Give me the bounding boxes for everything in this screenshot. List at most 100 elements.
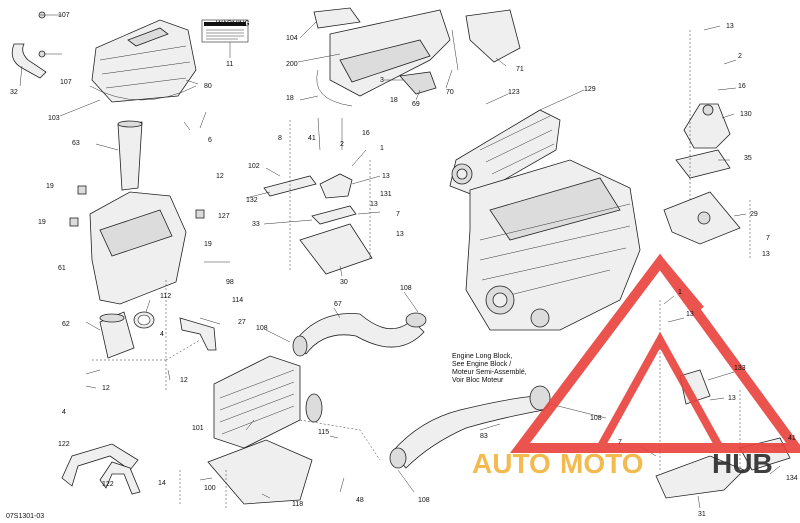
callout: 134	[786, 475, 798, 482]
callout: 11	[226, 61, 233, 68]
callout: 12	[216, 173, 224, 180]
duct-83	[389, 385, 551, 469]
watermark-hub: HUB	[712, 448, 773, 479]
callout: 18	[286, 95, 294, 102]
callout: 7	[396, 211, 400, 218]
callout: 107	[58, 12, 70, 19]
callout: 104	[286, 35, 298, 42]
callout: 13	[382, 173, 390, 180]
label-warning: WARNING	[216, 20, 250, 27]
callout: 118	[292, 501, 303, 508]
bracket-69	[399, 71, 437, 95]
engine-block	[465, 159, 641, 331]
callout: 19	[204, 241, 212, 248]
bracket-27	[179, 317, 217, 351]
callout: 8	[278, 135, 282, 142]
callout: 18	[390, 97, 398, 104]
mount-plate-29	[663, 191, 741, 245]
airbox-body-61	[89, 191, 187, 305]
callout: 70	[446, 89, 454, 96]
callout: 3	[380, 77, 384, 84]
callout: 1	[380, 145, 384, 152]
callout: 1	[678, 289, 682, 296]
callout: 12	[102, 385, 110, 392]
callout: 108	[590, 415, 602, 422]
callout: 2	[340, 141, 344, 148]
engine-note: Engine Long Block, See Engine Block / Mo…	[452, 353, 527, 384]
callout: 31	[698, 511, 706, 518]
callout: 13	[728, 395, 736, 402]
callout: 13	[396, 231, 404, 238]
diagram-code: 07S1301-03	[6, 513, 44, 520]
callout: 100	[204, 485, 216, 492]
callout: 112	[160, 293, 171, 300]
callout: 107	[60, 79, 72, 86]
callout: 12	[180, 377, 188, 384]
callout: 7	[618, 439, 622, 446]
intake-manifold-123	[449, 109, 561, 197]
callout: 4	[160, 331, 164, 338]
callout: 130	[740, 111, 752, 118]
heat-shield-118	[207, 439, 313, 505]
plate-30	[299, 223, 373, 275]
intake-hose-32	[11, 11, 47, 79]
callout: 33	[252, 221, 260, 228]
callout-labels: 107 107 32 80 103 11 104 200 3 70 71 18 …	[10, 12, 798, 518]
callout: 41	[788, 435, 796, 442]
callout: 6	[208, 137, 212, 144]
callout: 29	[750, 211, 758, 218]
callout: 98	[226, 279, 234, 286]
rod-70	[451, 29, 459, 71]
watermark-moto: MOTO	[560, 448, 643, 479]
callout: 32	[10, 89, 18, 96]
callout: 83	[480, 433, 488, 440]
callout: 129	[584, 86, 596, 93]
callout: 35	[744, 155, 752, 162]
leader-lines	[19, 14, 784, 509]
callout: 61	[58, 265, 66, 272]
callout: 41	[308, 135, 316, 142]
duct-67	[292, 312, 427, 357]
callout: 122	[58, 441, 70, 448]
engine-note-line-2: See Engine Block /	[452, 361, 511, 368]
callout: 62	[62, 321, 70, 328]
callout: 13	[686, 311, 694, 318]
engine-note-line-1: Engine Long Block,	[452, 353, 512, 360]
callout: 13	[370, 201, 378, 208]
boot-62	[99, 311, 135, 359]
callout: 200	[286, 61, 298, 68]
engine-note-line-4: Voir Bloc Moteur	[452, 377, 504, 384]
cable-18	[316, 69, 353, 107]
mount-131	[319, 173, 353, 199]
callout: 127	[218, 213, 230, 220]
callout: 27	[238, 319, 246, 326]
callout: 108	[400, 285, 412, 292]
intercooler-101	[213, 355, 323, 449]
callout: 132	[246, 197, 258, 204]
callout: 115	[318, 429, 329, 436]
airbox-lid	[91, 19, 197, 103]
callout: 13	[726, 23, 734, 30]
callout: 4	[62, 409, 66, 416]
mount-plate-35	[675, 149, 731, 179]
callout: 7	[766, 235, 770, 242]
automotohub-watermark: AUTO MOTO HUB	[472, 253, 800, 479]
callout: 102	[248, 163, 260, 170]
callout: 80	[204, 83, 212, 90]
bracket-31	[655, 455, 745, 499]
airbox-seal	[89, 85, 197, 101]
heat-shield-200	[329, 9, 451, 97]
warning-label: WARNING	[201, 19, 250, 43]
callout: 108	[256, 325, 268, 332]
watermark-auto: AUTO	[472, 448, 551, 479]
engine-mount-130	[683, 103, 731, 149]
engine-note-line-3: Moteur Semi-Assemblé,	[452, 369, 527, 376]
dash-lines	[92, 30, 751, 510]
callout: 16	[738, 83, 746, 90]
bracket-104	[313, 7, 361, 29]
callout: 19	[38, 219, 46, 226]
callout: 122	[102, 481, 114, 488]
clamp-112	[133, 311, 155, 329]
